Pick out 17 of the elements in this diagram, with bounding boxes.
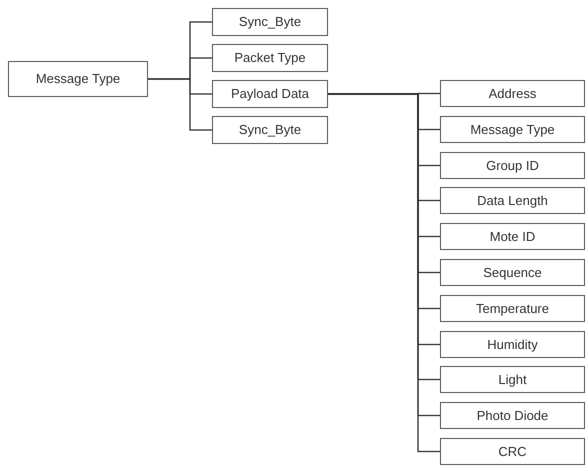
field-box: Light — [440, 366, 585, 393]
field-box: Payload Data — [212, 80, 328, 108]
field-box: Mote ID — [440, 223, 585, 250]
field-box: CRC — [440, 438, 585, 465]
connector-line — [148, 78, 212, 131]
field-box: Sync_Byte — [212, 8, 328, 36]
field-box: Packet Type — [212, 44, 328, 72]
field-box: Humidity — [440, 331, 585, 358]
field-box: Data Length — [440, 187, 585, 214]
field-box: Photo Diode — [440, 402, 585, 429]
field-box: Sync_Byte — [212, 116, 328, 144]
field-box: Message Type — [440, 116, 585, 143]
field-box: Group ID — [440, 152, 585, 179]
field-box: Message Type — [8, 61, 148, 97]
field-box: Sequence — [440, 259, 585, 286]
field-box: Temperature — [440, 295, 585, 322]
field-box: Address — [440, 80, 585, 107]
